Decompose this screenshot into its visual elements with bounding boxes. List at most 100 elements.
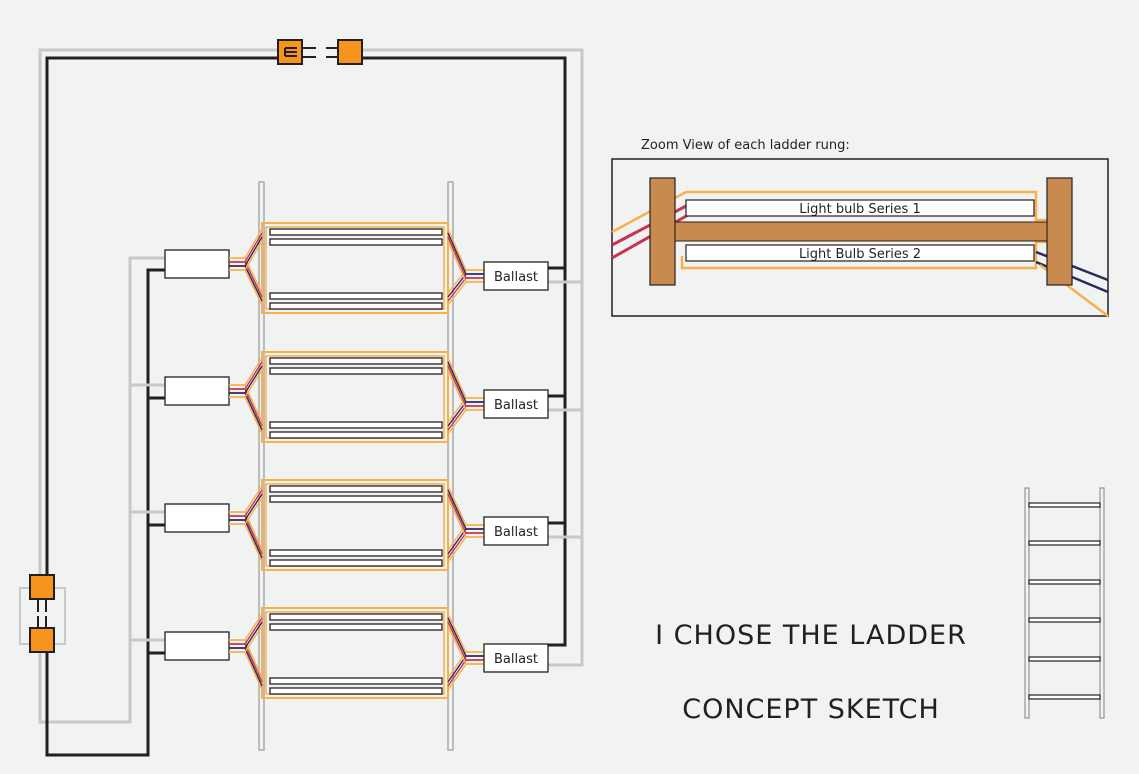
- feed-wire-lower: [229, 651, 263, 691]
- feed-wire-upper: [229, 228, 263, 259]
- bulb-series-1-label: Light bulb Series 1: [799, 202, 920, 217]
- plug-upper: [29, 574, 55, 600]
- feed-wire-lower: [229, 511, 263, 551]
- ladder-icon: [1024, 487, 1105, 719]
- ballast-wire-lower: [447, 401, 484, 427]
- feed-wire-lower: [229, 396, 263, 435]
- ballast-box: [483, 389, 549, 419]
- grey-outer-wire: [38, 48, 278, 580]
- orange-loop: [261, 351, 449, 443]
- light-bulb-tube: [269, 677, 443, 685]
- ballast-wire-lower: [447, 277, 484, 302]
- ballast-wire-lower: [447, 273, 484, 298]
- feed-wire-upper: [229, 613, 263, 641]
- ballast-wire-lower: [447, 659, 484, 687]
- black-bottom-wire: [45, 268, 165, 757]
- feed-wire-lower: [229, 257, 263, 294]
- top-plug: [277, 39, 363, 65]
- light-bulb-tube: [269, 549, 443, 557]
- plug-female: [337, 39, 363, 65]
- rung-group: Ballast: [164, 351, 549, 443]
- driver-box: [164, 376, 230, 406]
- ladder-rails: [258, 181, 454, 751]
- ballast-wire-lower: [447, 281, 484, 306]
- ladder-rail-left: [258, 181, 265, 751]
- bulb-series-1: [685, 199, 1035, 217]
- ladder-rail-right: [447, 181, 454, 751]
- wood-post-left: [649, 177, 676, 286]
- feed-wire-lower: [229, 643, 263, 683]
- driver-box: [164, 503, 230, 533]
- light-bulb-tube: [269, 292, 443, 300]
- ballast-box: [483, 516, 549, 546]
- light-bulb-tube: [269, 228, 443, 236]
- bulb-series-2: [685, 244, 1035, 262]
- ballast-wire-lower: [447, 397, 484, 423]
- orange-loop: [261, 479, 449, 571]
- ballast-label: Ballast: [494, 652, 538, 667]
- light-bulb-tube: [269, 687, 443, 695]
- grey-bottom-wire: [38, 256, 165, 724]
- light-bulb-tube: [269, 302, 443, 310]
- feed-wire-lower: [229, 384, 263, 423]
- rung-group: Ballast: [164, 607, 549, 699]
- rung-group: Ballast: [164, 222, 549, 314]
- ballast-wire-lower: [447, 536, 484, 563]
- zoom-view: Zoom View of each ladder rung: Light bul…: [611, 138, 1109, 317]
- zoom-caption: Zoom View of each ladder rung:: [641, 138, 850, 153]
- light-bulb-tube: [269, 623, 443, 631]
- light-bulb-tube: [269, 431, 443, 439]
- feed-wire-lower: [229, 269, 263, 306]
- title-line-2: CONCEPT SKETCH: [682, 694, 940, 725]
- light-bulb-tube: [269, 367, 443, 375]
- feed-wire-upper: [229, 485, 263, 513]
- light-bulb-tube: [269, 559, 443, 567]
- light-bulb-tube: [269, 421, 443, 429]
- orange-loop: [261, 607, 449, 699]
- ballast-wire-lower: [447, 409, 484, 435]
- wood-rung: [674, 221, 1048, 242]
- ballast-wire-lower: [447, 663, 484, 691]
- ballast-label: Ballast: [494, 270, 538, 285]
- ballast-box: [483, 643, 549, 673]
- title-line-1: I CHOSE THE LADDER: [655, 620, 967, 651]
- black-outer-wire-right: [362, 56, 567, 647]
- bulb-series-2-label: Light Bulb Series 2: [799, 247, 921, 262]
- light-bulb-tube: [269, 495, 443, 503]
- feed-wire-lower: [229, 392, 263, 431]
- light-bulb-tube: [269, 238, 443, 246]
- driver-box: [164, 631, 230, 661]
- ballast-label: Ballast: [494, 398, 538, 413]
- feed-wire-lower: [229, 515, 263, 555]
- black-outer-wire: [45, 56, 278, 580]
- ballast-wire-lower: [447, 532, 484, 559]
- ballast-wire-lower: [447, 269, 484, 294]
- rung-group: Ballast: [164, 479, 549, 571]
- feed-wire-lower: [229, 388, 263, 427]
- feed-wire-lower: [229, 523, 263, 563]
- feed-wire-lower: [229, 639, 263, 679]
- side-plug: [19, 574, 66, 653]
- feed-wire-lower: [229, 265, 263, 302]
- driver-box: [164, 249, 230, 279]
- ballast-wire-lower: [447, 655, 484, 683]
- wood-post-right: [1046, 177, 1073, 286]
- ballast-wire-lower: [447, 405, 484, 431]
- light-bulb-tube: [269, 357, 443, 365]
- orange-loop: [261, 222, 449, 314]
- ballast-box: [483, 261, 549, 291]
- feed-wire-lower: [229, 519, 263, 559]
- ballast-wire-lower: [447, 651, 484, 679]
- feed-wire-lower: [229, 261, 263, 298]
- feed-wire-lower: [229, 647, 263, 687]
- ballast-label: Ballast: [494, 525, 538, 540]
- plug-lower: [29, 627, 55, 653]
- grey-outer-wire-right: [362, 48, 584, 667]
- feed-wire-upper: [229, 357, 263, 386]
- light-bulb-tube: [269, 485, 443, 493]
- light-bulb-tube: [269, 613, 443, 621]
- ballast-wire-lower: [447, 528, 484, 555]
- power-loop: [38, 48, 584, 757]
